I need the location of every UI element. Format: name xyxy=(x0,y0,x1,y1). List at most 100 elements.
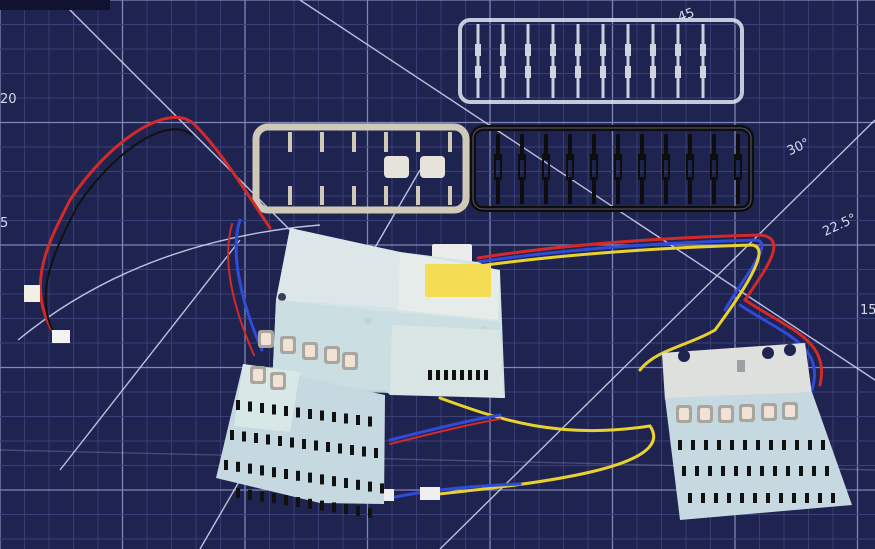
black-sprue xyxy=(470,125,754,212)
grey-sprue-cap-left xyxy=(384,156,409,178)
panel-slot xyxy=(272,467,276,478)
panel-slot xyxy=(260,403,264,413)
panel-slot xyxy=(708,466,712,476)
sprue-part xyxy=(518,154,526,180)
sprue-part xyxy=(590,154,598,180)
sprue-part xyxy=(600,44,606,56)
sprue-part xyxy=(686,154,694,180)
panel-slot xyxy=(484,370,488,380)
sprue-part xyxy=(550,66,556,78)
panel-slot xyxy=(332,476,336,487)
panel-slot xyxy=(730,440,734,450)
panel-slot xyxy=(266,434,270,445)
led-chip-lens xyxy=(253,369,263,381)
panel-slot xyxy=(678,440,682,450)
grey-sprue-cap-right xyxy=(420,156,445,178)
sprue-part xyxy=(710,154,718,180)
panel-slot xyxy=(368,481,372,492)
led-chip-lens xyxy=(742,407,752,419)
sprue-part xyxy=(600,66,606,78)
sprue-part xyxy=(650,44,656,56)
yellow-reflector-pad xyxy=(425,264,491,297)
right-backlight-panel xyxy=(662,343,852,520)
sprue-part xyxy=(542,154,550,180)
clear-sprue xyxy=(458,18,744,104)
panel-slot xyxy=(296,497,300,507)
panel-slot xyxy=(278,436,282,446)
panel-slot xyxy=(374,448,378,458)
panel-slot xyxy=(773,466,777,476)
sprue-part xyxy=(734,154,742,180)
mat-marking-20: 20 xyxy=(0,92,17,107)
panel-slot xyxy=(272,404,276,415)
led-chip-lens xyxy=(764,406,774,418)
sprue-part xyxy=(566,154,574,180)
panel-slot xyxy=(332,502,336,513)
panel-slot xyxy=(821,440,825,450)
panel-slot xyxy=(766,493,770,503)
sprue-part xyxy=(575,44,581,56)
panel-slot xyxy=(356,415,360,425)
sprue-part xyxy=(675,66,681,78)
connector-bottom-right xyxy=(420,487,440,500)
mat-marking-5: 5 xyxy=(0,216,9,231)
panel-slot xyxy=(284,495,288,506)
grey-sprue xyxy=(252,123,470,214)
panel-slot xyxy=(460,370,464,380)
connector-left xyxy=(52,330,70,343)
panel-slot xyxy=(284,406,288,416)
mat-corner-shadow xyxy=(0,0,110,10)
panel-slot xyxy=(284,469,288,479)
panel-slot xyxy=(308,472,312,483)
panel-slot xyxy=(350,445,354,455)
panel-slot xyxy=(236,461,240,472)
panel-slot xyxy=(476,370,480,380)
panel-slot xyxy=(356,506,360,516)
led-chip-lens xyxy=(345,355,355,367)
panel-slot xyxy=(338,443,342,454)
sprue-part xyxy=(494,154,502,180)
led-chip-lens xyxy=(273,375,283,387)
wire-harness-bottom xyxy=(388,396,655,499)
panel-slot xyxy=(782,440,786,450)
panel-slot xyxy=(236,400,240,410)
led-chip-lens xyxy=(305,345,315,357)
panel-slot xyxy=(344,478,348,488)
panel-slot xyxy=(786,466,790,476)
panel-slot xyxy=(272,493,276,504)
panel-slot xyxy=(260,465,264,476)
panel-slot xyxy=(368,416,372,427)
sprue-part xyxy=(475,66,481,78)
sprue-part xyxy=(650,66,656,78)
panel-slot xyxy=(248,489,252,500)
panel-slot xyxy=(740,493,744,503)
panel-slot xyxy=(795,440,799,450)
sprue-part xyxy=(525,44,531,56)
panel-slot xyxy=(362,446,366,457)
sprue-part xyxy=(550,44,556,56)
sprue-part xyxy=(500,66,506,78)
panel-slot xyxy=(760,466,764,476)
panel-slot xyxy=(290,437,294,448)
panel-slot xyxy=(356,479,360,490)
panel-slot xyxy=(344,413,348,424)
panel-slot xyxy=(727,493,731,503)
sprue-part xyxy=(614,154,622,180)
led-chip-lens xyxy=(283,339,293,351)
panel-slot xyxy=(695,466,699,476)
panel-slot xyxy=(717,440,721,450)
panel-slot xyxy=(320,474,324,485)
panel-slot xyxy=(779,493,783,503)
panel-slot xyxy=(326,442,330,452)
wire-label-tag xyxy=(24,285,40,302)
panel-slot xyxy=(260,491,264,502)
sprue-part xyxy=(675,44,681,56)
sprue-part xyxy=(575,66,581,78)
panel-slot xyxy=(452,370,456,380)
panel-slot xyxy=(380,483,384,494)
panel-slot xyxy=(721,466,725,476)
led-chip-lens xyxy=(261,333,271,345)
panel-slot xyxy=(242,431,246,442)
panel-slot xyxy=(682,466,686,476)
